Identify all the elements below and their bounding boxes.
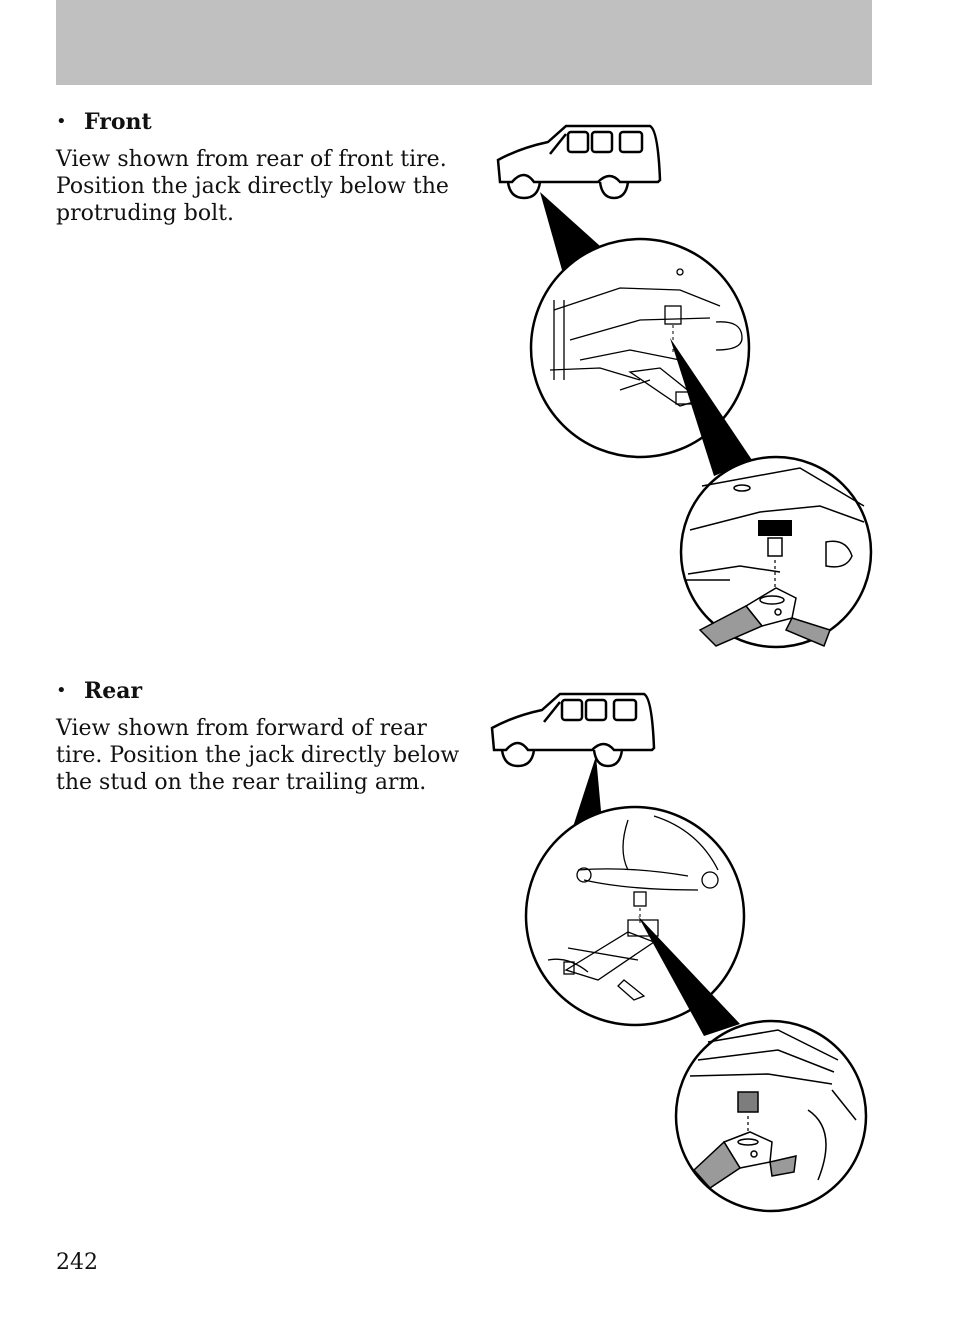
callout-pointer-2 bbox=[638, 916, 740, 1036]
header-bar bbox=[56, 0, 872, 85]
detail-circle-1 bbox=[524, 805, 746, 1027]
front-instructions: View shown from rear of front tire. Posi… bbox=[56, 147, 449, 226]
bullet-icon: • bbox=[56, 680, 67, 701]
callout-pointer-1 bbox=[540, 192, 600, 270]
bullet-icon: • bbox=[56, 111, 67, 132]
detail-circle-2 bbox=[674, 1019, 868, 1213]
callout-pointer-1 bbox=[572, 756, 602, 830]
vehicle-silhouette-front bbox=[496, 124, 662, 200]
callout-pointer-2 bbox=[670, 338, 752, 476]
front-jacking-illustration bbox=[496, 124, 873, 649]
front-heading: Front bbox=[84, 109, 152, 135]
vehicle-silhouette-rear bbox=[490, 692, 656, 768]
page-number: 242 bbox=[56, 1250, 98, 1275]
front-heading-line: • Front bbox=[56, 108, 466, 136]
rear-heading: Rear bbox=[84, 678, 143, 704]
rear-heading-line: • Rear bbox=[56, 677, 466, 705]
rear-jacking-illustration bbox=[490, 692, 868, 1213]
detail-circle-2 bbox=[679, 455, 873, 649]
rear-instructions: View shown from forward of rear tire. Po… bbox=[56, 716, 460, 795]
front-section: • Front View shown from rear of front ti… bbox=[56, 108, 466, 227]
rear-section: • Rear View shown from forward of rear t… bbox=[56, 677, 466, 796]
